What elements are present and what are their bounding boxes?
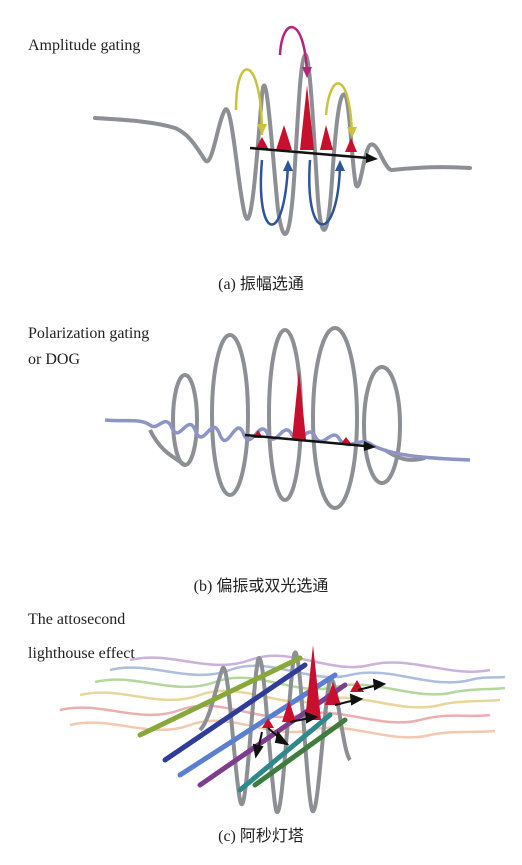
panel-c-label-line1: The attosecond xyxy=(28,611,126,628)
polarization-gating-diagram xyxy=(104,326,471,510)
pulse-direction-arrows xyxy=(252,678,387,759)
time-axis-arrow-a xyxy=(249,146,378,163)
panel-b-label-line1: Polarization gating xyxy=(28,325,150,342)
arc-yellow-left xyxy=(234,68,264,136)
attosecond-pulses-a xyxy=(255,85,357,152)
field-waveform-a xyxy=(93,52,472,236)
panel-attosecond-lighthouse: The attosecond lighthouse effect xyxy=(0,600,522,865)
arc-blue-right xyxy=(308,159,342,226)
time-axis-arrow-b xyxy=(244,433,376,451)
panel-b-label-line2: or DOG xyxy=(28,351,80,368)
arc-yellow-right xyxy=(324,82,354,136)
panel-a-label: Amplitude gating xyxy=(28,37,141,54)
panel-c-caption: (c) 阿秒灯塔 xyxy=(218,828,304,845)
arc-magenta-top xyxy=(278,26,309,76)
panel-a-caption: (a) 振幅选通 xyxy=(218,276,304,293)
panel-amplitude-gating: Amplitude gating (a) 振幅选通 xyxy=(0,0,522,300)
elliptical-loops xyxy=(148,326,426,510)
field-waveform-c xyxy=(198,650,352,815)
attosecond-lighthouse-diagram xyxy=(59,645,506,815)
amplitude-gating-diagram xyxy=(93,26,472,236)
panel-polarization-gating: Polarization gating or DOG (b) 偏振或双光选通 xyxy=(0,300,522,600)
panel-b-caption: (b) 偏振或双光选通 xyxy=(193,578,329,595)
arc-blue-left xyxy=(259,159,290,226)
panel-c-label-line2: lighthouse effect xyxy=(28,645,135,662)
